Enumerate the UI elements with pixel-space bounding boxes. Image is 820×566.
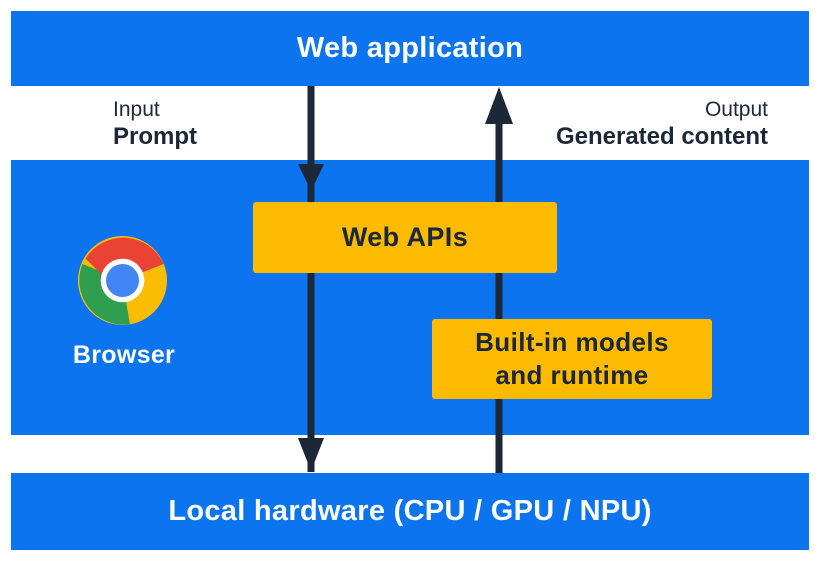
chrome-browser-icon [78,236,167,325]
prompt-label: Prompt [113,123,197,150]
input-flow-arrow [298,86,324,472]
local-hardware-bar: Local hardware (CPU / GPU / NPU) [11,473,809,550]
web-apis-box: Web APIs [253,202,557,273]
builtin-models-label-line1: Built-in models [475,327,669,357]
generated-content-label: Generated content [555,123,768,150]
browser-label: Browser [72,341,176,369]
output-label-group: Output Generated content [556,98,768,150]
input-title-label: Input [113,98,160,121]
web-apis-label: Web APIs [341,222,469,252]
output-title-label: Output [704,98,768,121]
local-hardware-label: Local hardware (CPU / GPU / NPU) [168,495,652,527]
builtin-models-label-line2: and runtime [495,360,649,390]
input-label-group: Input Prompt [113,98,197,150]
web-application-label: Web application [296,32,524,64]
output-flow-arrow [485,87,513,473]
builtin-models-box: Built-in models and runtime [432,319,712,399]
web-application-bar: Web application [11,11,809,86]
